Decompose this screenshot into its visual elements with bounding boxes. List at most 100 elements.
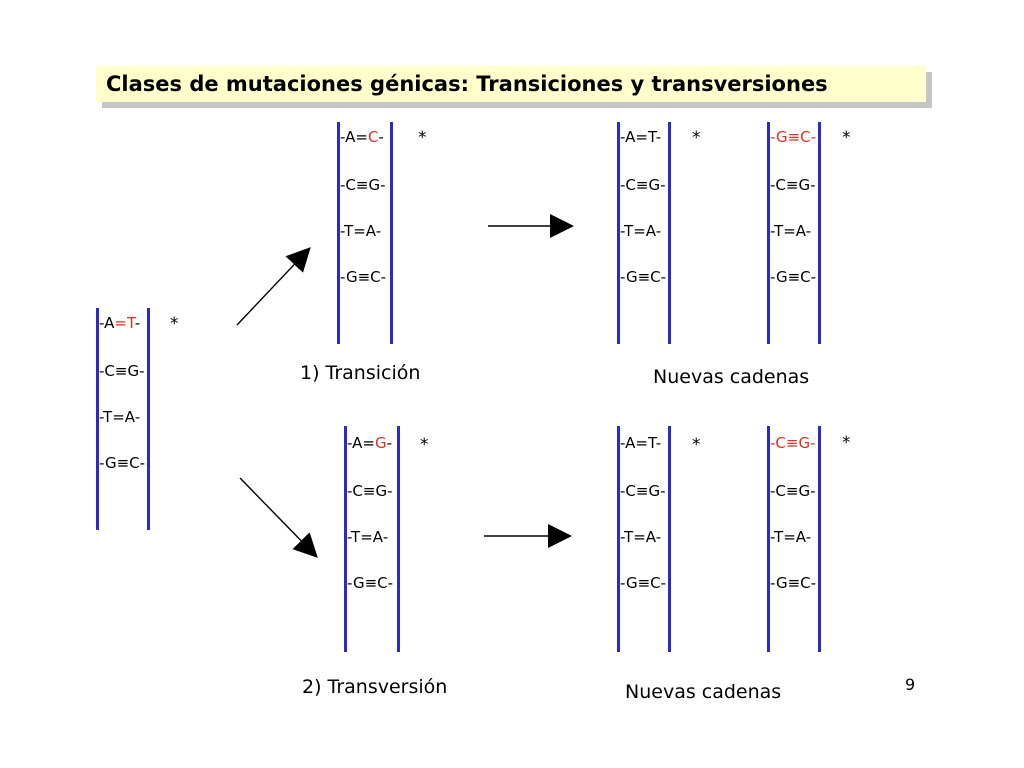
base-right: T (126, 314, 135, 332)
strand-left (767, 426, 770, 652)
base-right: A (365, 222, 376, 240)
base-left: T (344, 222, 354, 240)
base-right: G (368, 176, 381, 194)
h-bond: ≡ (114, 362, 128, 380)
bond-dash: - (380, 176, 386, 194)
dna-transversion-new-1: -A=T--C≡G--T=A--G≡C- (617, 426, 687, 652)
base-right: C (370, 268, 381, 286)
base-left: C (775, 482, 786, 500)
base-pair: -C≡G- (770, 434, 816, 452)
base-left: C (104, 362, 115, 380)
base-left: C (352, 482, 363, 500)
bond-dash: - (810, 482, 816, 500)
star-transversion: * (420, 435, 429, 455)
h-bond: = (362, 434, 375, 452)
h-bond: ≡ (787, 128, 801, 146)
bond-dash: - (134, 314, 141, 332)
bond-dash: - (620, 528, 625, 546)
base-pair: -C≡G- (347, 482, 393, 500)
base-right: A (372, 528, 383, 546)
h-bond: = (114, 314, 127, 332)
base-pair: -T=A- (347, 528, 388, 546)
bond-dash: - (340, 176, 346, 194)
bond-dash: - (139, 454, 146, 472)
dna-transversion: -A=G--C≡G--T=A--G≡C- (344, 426, 416, 652)
h-bond: ≡ (362, 482, 376, 500)
base-right: C (800, 128, 811, 146)
strand-right (397, 426, 400, 652)
page-number: 9 (905, 675, 916, 694)
base-left: C (625, 482, 636, 500)
base-right: G (798, 482, 811, 500)
caption-new-chains-top: Nuevas cadenas (653, 366, 810, 388)
base-left: G (625, 268, 638, 286)
base-left: C (345, 176, 356, 194)
bond-dash: - (620, 574, 626, 592)
caption-transversion: 2) Transversión (302, 676, 448, 698)
bond-dash: - (378, 128, 384, 146)
star-original: * (170, 314, 179, 334)
base-right: C (800, 268, 811, 286)
star-transition-new-2: * (842, 128, 851, 148)
h-bond: = (360, 528, 373, 546)
base-left: A (352, 434, 363, 452)
base-pair: -G≡C- (340, 268, 386, 286)
base-left: A (104, 314, 115, 332)
base-left: T (103, 408, 113, 426)
base-right: G (374, 434, 387, 452)
h-bond: ≡ (785, 176, 799, 194)
bond-dash: - (382, 528, 389, 546)
base-pair: -C≡G- (770, 176, 816, 194)
base-left: G (345, 268, 358, 286)
bond-dash: - (340, 222, 345, 240)
bond-dash: - (347, 482, 353, 500)
h-bond: = (633, 222, 646, 240)
slide-title: Clases de mutaciones génicas: Transicion… (106, 72, 828, 96)
star-transversion-new-2: * (842, 433, 851, 453)
bond-dash: - (805, 222, 812, 240)
base-right: C (800, 574, 811, 592)
arrow-to-transition (236, 247, 311, 326)
strand-left (96, 308, 99, 530)
bond-dash: - (99, 408, 104, 426)
bond-dash: - (660, 268, 667, 286)
h-bond: ≡ (787, 268, 801, 286)
base-right: T (647, 434, 656, 452)
base-right: G (127, 362, 140, 380)
bond-dash: - (810, 176, 816, 194)
title-box: Clases de mutaciones génicas: Transicion… (96, 66, 926, 102)
bond-dash: - (770, 268, 776, 286)
strand-left (337, 122, 340, 344)
bond-dash: - (770, 482, 776, 500)
strand-right (390, 122, 393, 344)
bond-dash: - (375, 222, 382, 240)
base-left: G (352, 574, 365, 592)
base-right: G (648, 482, 661, 500)
strand-right (147, 308, 150, 530)
bond-dash: - (810, 434, 816, 452)
bond-dash: - (620, 434, 626, 452)
h-bond: = (635, 434, 648, 452)
base-pair: -T=A- (620, 528, 661, 546)
bond-dash: - (380, 268, 387, 286)
bond-dash: - (99, 454, 105, 472)
base-right: A (795, 222, 806, 240)
bond-dash: - (655, 528, 662, 546)
base-pair: -G≡C- (770, 128, 816, 146)
bond-dash: - (805, 528, 812, 546)
star-transition: * (418, 128, 427, 148)
base-left: T (774, 222, 784, 240)
base-pair: -G≡C- (99, 454, 145, 472)
base-pair: -T=A- (770, 222, 811, 240)
bond-dash: - (99, 314, 105, 332)
bond-dash: - (770, 574, 776, 592)
h-bond: ≡ (637, 574, 651, 592)
base-left: G (775, 574, 788, 592)
base-pair: -G≡C- (620, 574, 666, 592)
dna-transition-new-2: -G≡C--C≡G--T=A--G≡C- (767, 122, 837, 344)
bond-dash: - (620, 128, 626, 146)
bond-dash: - (340, 128, 346, 146)
bond-dash: - (139, 362, 145, 380)
bond-dash: - (655, 128, 662, 146)
bond-dash: - (99, 362, 105, 380)
